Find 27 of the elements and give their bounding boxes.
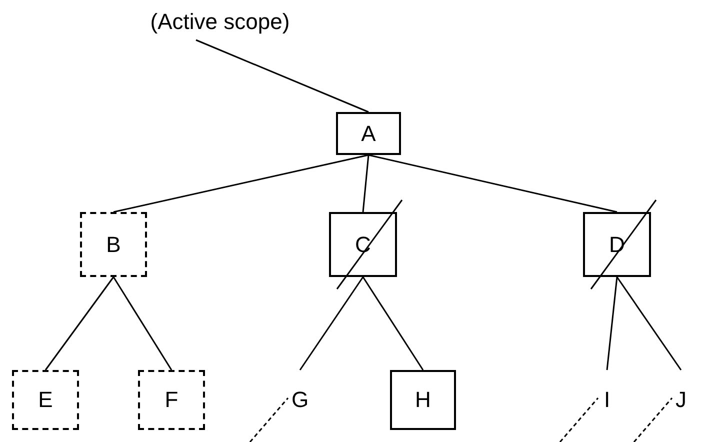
node-box	[336, 112, 401, 155]
connector-line	[616, 276, 682, 370]
node-label: B	[106, 234, 121, 256]
node-box	[390, 370, 456, 430]
scope-label: (Active scope)	[150, 11, 290, 33]
connector-line	[44, 276, 114, 370]
node-label: H	[415, 389, 431, 411]
connector-line	[606, 276, 618, 370]
node-box	[12, 370, 79, 430]
node-label: A	[361, 122, 376, 144]
node-label: F	[164, 389, 178, 411]
node-label: E	[38, 389, 53, 411]
node-box	[138, 370, 205, 430]
connector-line	[362, 154, 370, 212]
node-box	[80, 212, 147, 277]
node-label: C	[355, 234, 371, 256]
connector-line	[299, 276, 364, 370]
connector-line	[362, 276, 424, 370]
node-box	[583, 212, 651, 277]
node-label: G	[291, 389, 309, 411]
node-label: I	[604, 389, 610, 411]
connector-line	[196, 39, 369, 113]
connector-line	[113, 154, 369, 213]
connector-line	[112, 276, 172, 370]
node-box	[329, 212, 397, 277]
connector-line	[368, 154, 618, 213]
node-label: J	[676, 389, 686, 411]
